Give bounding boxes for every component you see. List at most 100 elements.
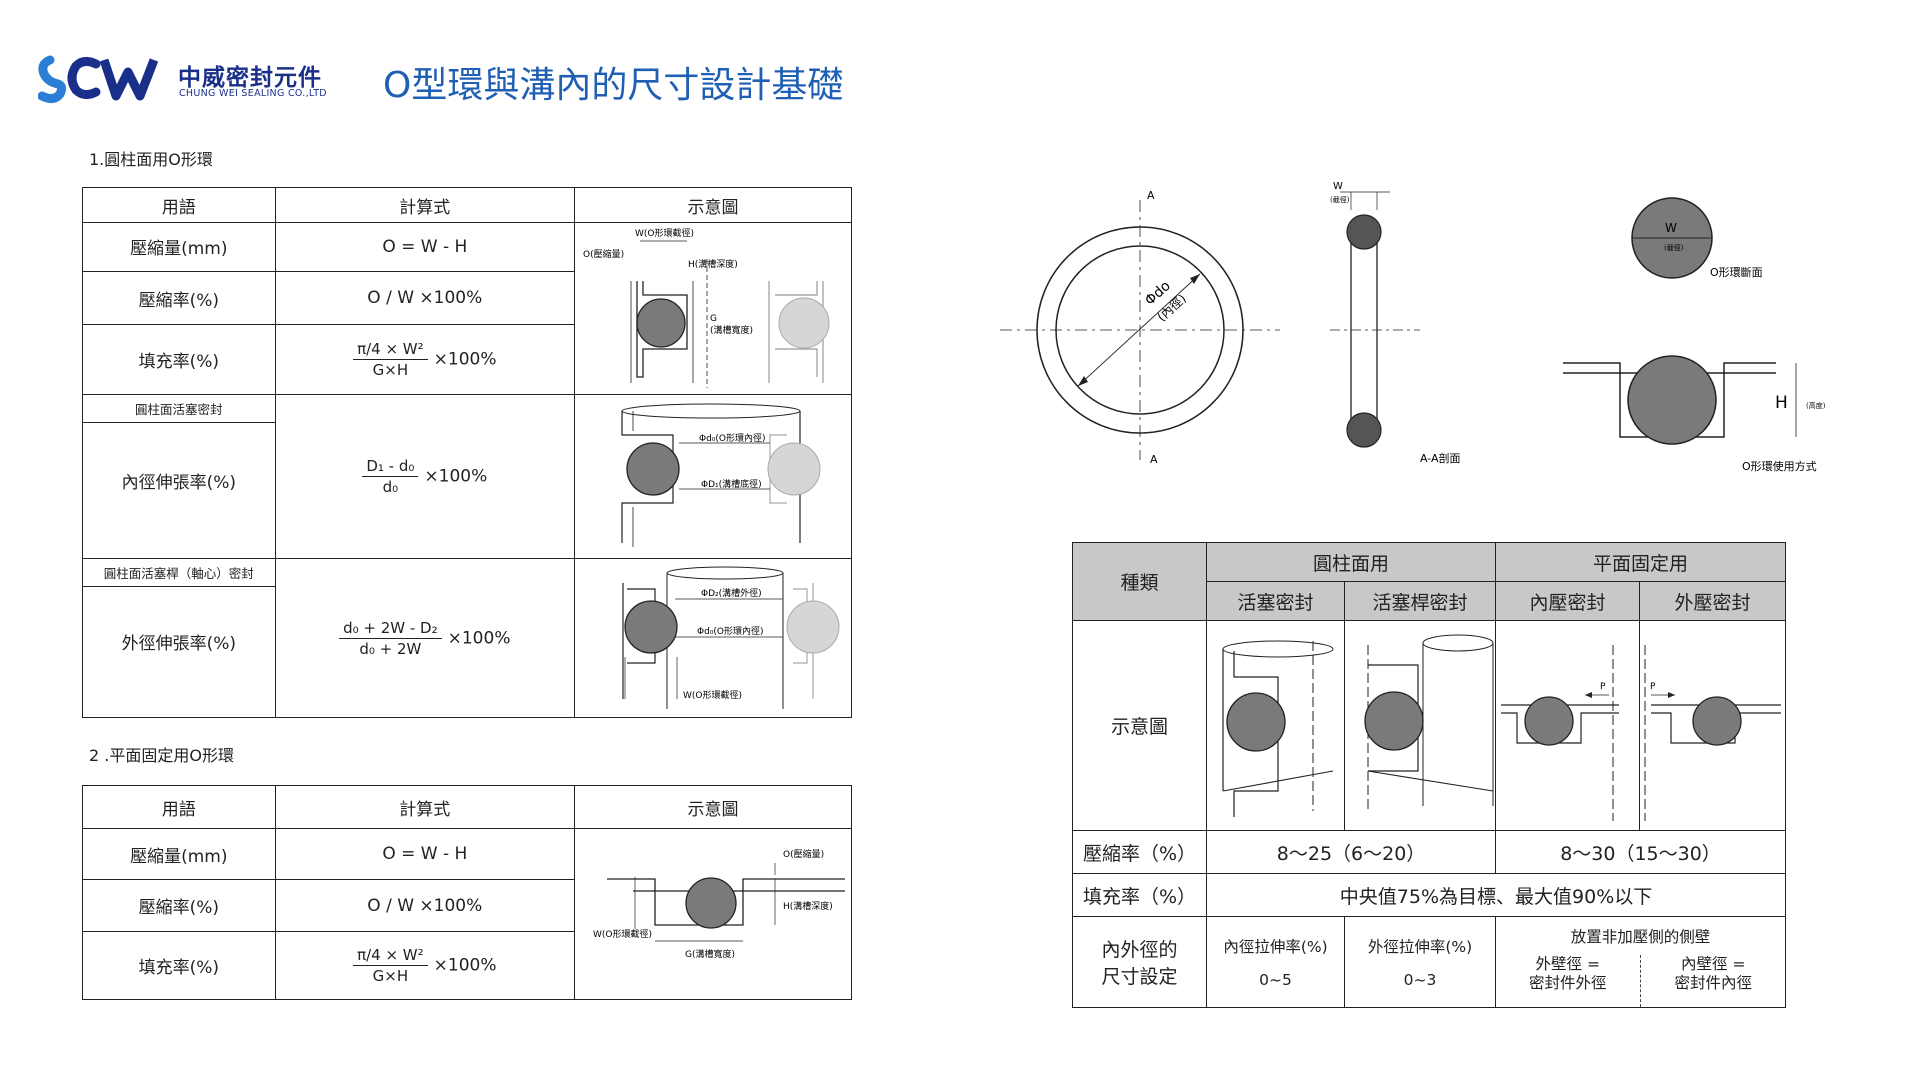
o-label-2: O(壓縮量) <box>783 848 824 860</box>
outer-stretch-value: 0~3 <box>1403 971 1437 989</box>
compress-cylinder-value: 8～25（6～20） <box>1206 830 1497 874</box>
term-fill-rate: 填充率(%) <box>82 324 276 395</box>
aa-section-caption: A-A剖面 <box>1420 451 1461 465</box>
piston-seal-header: 活塞密封 <box>1206 581 1346 621</box>
flat-header: 平面固定用 <box>1495 542 1786 582</box>
side-wall-cell: 放置非加壓側的側壁 外壁徑 = 密封件外徑 內壁徑 = 密封件內徑 <box>1495 916 1786 1008</box>
inner-pressure-diagram: P <box>1500 645 1619 821</box>
outer-stretch-label: 外徑拉伸率(%) <box>1367 938 1473 956</box>
term-compression: 壓縮量(mm) <box>82 222 276 272</box>
col-header-diagram: 示意圖 <box>573 187 853 223</box>
usage-h-label: H <box>1775 393 1788 413</box>
diagram-row-label: 示意圖 <box>1071 620 1208 831</box>
term-inner-stretch: 內徑伸張率(%) <box>121 473 237 493</box>
cylinder-table: 用語 計算式 示意圖 壓縮量(mm) O = W - H W(O形環截徑) O(… <box>82 187 853 718</box>
term-outer-stretch: 外徑伸張率(%) <box>121 634 237 654</box>
g2-label: (溝槽寬度) <box>710 324 753 336</box>
group-rod-label: 圓柱面活塞桿（軸心）密封 <box>83 559 275 587</box>
scw-logo-icon <box>38 55 159 104</box>
formula-compression-rate-2: O / W ×100% <box>274 879 575 933</box>
w-label: W(O形環截徑) <box>635 227 694 239</box>
outer-pressure-diagram-cell: P <box>1639 620 1786 831</box>
section1-title: 1.圓柱面用O形環 <box>89 150 213 169</box>
p-label-outer: P <box>1650 682 1656 692</box>
d1-label: ΦD₁(溝槽底徑) <box>701 478 762 490</box>
ring-diagrams: Φdo (內徑) A A W (截徑) A-A剖面 W (截徑) O形環斷面 H… <box>1000 181 1826 473</box>
fill-den: G×H <box>372 361 409 380</box>
compress-row-label: 壓縮率（%） <box>1071 830 1208 874</box>
piston-groove-diagram: Φd₀(O形環內徑) ΦD₁(溝槽底徑) <box>621 403 821 547</box>
a-bottom-label: A <box>1150 453 1158 466</box>
diagram-cell-3: ΦD₂(溝槽外徑) Φd₀(O形環內徑) W(O形環截徑) <box>573 558 853 718</box>
piston-seal-diagram <box>1221 640 1334 817</box>
g-label: G <box>710 314 717 324</box>
inner-pressure-diagram-cell: P <box>1495 620 1640 831</box>
flat-groove-diagram: O(壓縮量) H(溝槽深度) W(O形環截徑) G(溝槽寬度) <box>593 848 846 960</box>
dim-row-label: 內外徑的 尺寸設定 <box>1071 916 1208 1008</box>
col-header-term: 用語 <box>82 187 276 223</box>
outer-pressure-header: 外壓密封 <box>1639 581 1786 621</box>
term-fill-rate-2: 填充率(%) <box>82 931 276 1000</box>
dim-label-line2: 尺寸設定 <box>1101 966 1178 988</box>
do-inner2-label: Φd₀(O形環內徑) <box>697 625 764 637</box>
rod-groove-diagram: ΦD₂(溝槽外徑) Φd₀(O形環內徑) W(O形環截徑) <box>622 566 840 709</box>
side-wall-label: 放置非加壓側的側壁 <box>1570 928 1711 946</box>
compress-flat-value: 8～30（15～30） <box>1495 830 1786 874</box>
outer-den: d₀ + 2W <box>359 639 422 658</box>
outer-stretch-cell: 外徑拉伸率(%) 0~3 <box>1344 916 1497 1008</box>
outer-mul: ×100% <box>447 628 511 648</box>
brand-name-en: CHUNG WEI SEALING CO.,LTD <box>179 88 327 99</box>
term-compression-2: 壓縮量(mm) <box>82 827 276 881</box>
flat-table: 用語 計算式 示意圖 壓縮量(mm) O = W - H O(壓縮量) H(溝槽… <box>82 785 853 1000</box>
outer-pressure-diagram: P <box>1644 645 1781 821</box>
term-inner-stretch-cell: 圓柱面活塞密封 內徑伸張率(%) <box>82 394 276 559</box>
a-top-label: A <box>1147 189 1155 202</box>
section-w-label: W <box>1333 181 1343 192</box>
term-compression-rate: 壓縮率(%) <box>82 270 276 326</box>
g-label-2: G(溝槽寬度) <box>685 948 735 960</box>
col-header-formula: 計算式 <box>274 187 575 223</box>
w-label-2: W(O形環截徑) <box>593 928 652 940</box>
wall-divider <box>1639 955 1642 1007</box>
d2-label: ΦD₂(溝槽外徑) <box>701 587 762 599</box>
usage-caption: O形環使用方式 <box>1742 459 1817 473</box>
inner-stretch-value: 0~5 <box>1259 971 1292 989</box>
col-header-term-2: 用語 <box>82 785 276 829</box>
outer-wall-line1: 外壁徑 = <box>1535 955 1600 973</box>
type-header: 種類 <box>1071 542 1208 621</box>
formula-compression-rate: O / W ×100% <box>274 270 575 326</box>
dim-label-line1: 內外徑的 <box>1101 939 1178 961</box>
o-label: O(壓縮量) <box>583 248 624 260</box>
fill-num: π/4 × W² <box>353 340 428 361</box>
diagram-cell-4: O(壓縮量) H(溝槽深度) W(O形環截徑) G(溝槽寬度) <box>573 828 853 1000</box>
outer-wall-line2: 密封件外徑 <box>1529 974 1607 992</box>
inner-wall-line1: 內壁徑 = <box>1681 955 1746 973</box>
brand-logo: 中威密封元件 CHUNG WEI SEALING CO.,LTD <box>38 50 348 106</box>
inner-stretch-label: 內徑拉伸率(%) <box>1223 938 1328 956</box>
brand-name-cn: 中威密封元件 <box>178 65 322 91</box>
fill-mul: ×100% <box>433 349 497 370</box>
section2-title: 2 .平面固定用O形環 <box>89 746 234 765</box>
cross-w-sub: (截徑) <box>1664 243 1684 252</box>
outer-num: d₀ + 2W - D₂ <box>339 619 442 639</box>
inner-pressure-header: 內壓密封 <box>1495 581 1640 621</box>
inner-num: D₁ - d₀ <box>362 457 419 477</box>
cylinder-header: 圓柱面用 <box>1206 542 1497 582</box>
diagram-cell-1: W(O形環截徑) O(壓縮量) H(溝槽深度) G (溝槽寬度) <box>573 222 853 395</box>
fill-num-2: π/4 × W² <box>353 946 428 967</box>
cross-w-label: W <box>1665 221 1677 235</box>
term-compression-rate-2: 壓縮率(%) <box>82 879 276 933</box>
fill-row-label: 填充率（%） <box>1071 873 1208 917</box>
h-label-2: H(溝槽深度) <box>783 900 833 912</box>
inner-den: d₀ <box>382 478 399 496</box>
outer-wall-cell: 外壁徑 = 密封件外徑 <box>1496 955 1640 1007</box>
col-header-diagram-2: 示意圖 <box>573 785 853 829</box>
do-inner-label: Φd₀(O形環內徑) <box>699 432 766 444</box>
section-w-sub: (截徑) <box>1330 195 1350 204</box>
cylinder-groove-diagram: W(O形環截徑) O(壓縮量) H(溝槽深度) G (溝槽寬度) <box>583 227 830 388</box>
page-title: O型環與溝內的尺寸設計基礎 <box>383 65 844 106</box>
inner-wall-line2: 密封件內徑 <box>1674 974 1753 992</box>
